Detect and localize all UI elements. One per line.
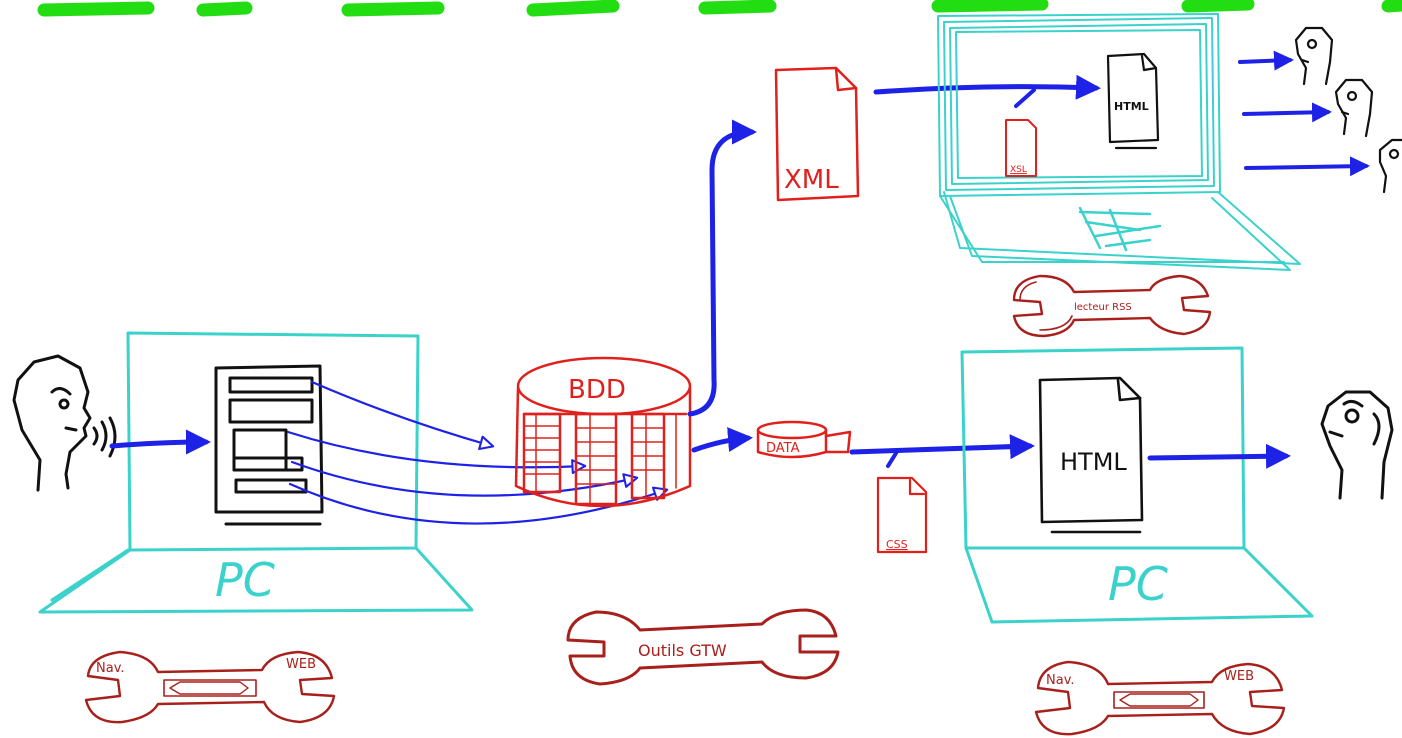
xml-document: [774, 66, 860, 202]
data-tape: [756, 420, 852, 459]
person-head-icon: [1378, 138, 1402, 194]
label-tool-right-b: WEB: [1224, 669, 1254, 684]
arrow-html-to-viewer: [1147, 443, 1291, 469]
css-document: [876, 476, 928, 554]
arrow-db-to-data: [691, 427, 753, 453]
label-tool-gtw: Outils GTW: [638, 641, 727, 660]
html-document-right: [1038, 376, 1144, 534]
database-bdd: [514, 356, 692, 508]
xsl-document: [1005, 119, 1037, 177]
arrow-speaker-to-form: [109, 429, 211, 455]
label-xml: XML: [784, 165, 839, 195]
label-pc-right: PC: [1108, 557, 1168, 611]
label-css: CSS: [886, 538, 908, 551]
wrench-tool-rss: [1012, 274, 1212, 338]
wrench-tool-nav-web-left: [84, 650, 336, 724]
label-tool-left-b: WEB: [286, 657, 316, 672]
arrow-xml-to-laptop: [873, 74, 1101, 100]
label-tool-rss: lecteur RSS: [1074, 302, 1132, 313]
html-document-laptop: [1106, 52, 1160, 150]
arrows-to-readers: [1238, 50, 1370, 177]
label-html-right: HTML: [1060, 448, 1127, 476]
label-data: DATA: [766, 441, 800, 456]
label-bdd: BDD: [568, 375, 626, 405]
laptop-left: [38, 331, 474, 614]
label-tool-left-a: Nav.: [96, 661, 125, 676]
arrow-data-to-html: [849, 434, 1035, 460]
top-dashed-line: [37, 0, 1402, 17]
person-head-icon: [1320, 390, 1394, 500]
person-head-icon: [1334, 78, 1374, 138]
label-xsl: XSL: [1010, 165, 1027, 175]
label-tool-right-a: Nav.: [1046, 673, 1075, 688]
label-html-laptop: HTML: [1114, 100, 1149, 113]
laptop-right: [960, 346, 1314, 624]
person-speaking-icon: [12, 354, 117, 492]
laptop-top: [937, 13, 1301, 271]
css-connector: [886, 448, 900, 468]
label-pc-left: PC: [215, 553, 275, 607]
wrench-tool-gtw: [566, 608, 840, 686]
xsl-connector: [1014, 88, 1036, 108]
wrench-tool-nav-web-right: [1034, 660, 1286, 736]
person-head-icon: [1294, 26, 1334, 86]
form-document: [214, 364, 324, 526]
arrow-db-to-xml: [687, 119, 757, 417]
